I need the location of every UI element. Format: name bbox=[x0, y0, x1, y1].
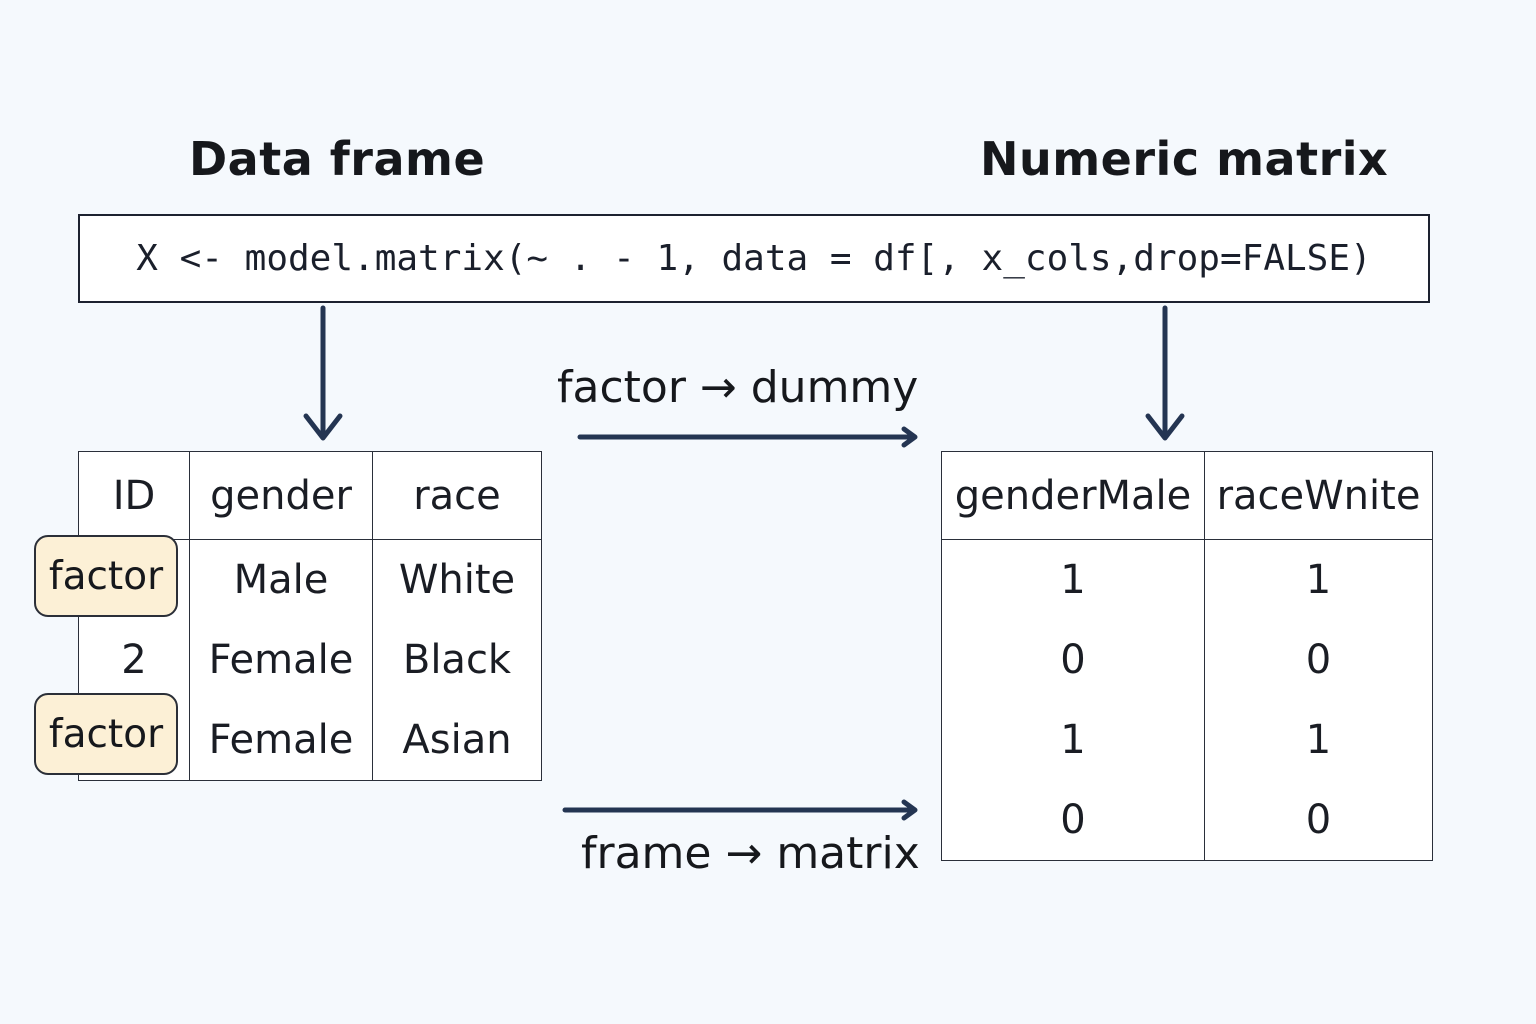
table-cell: 1 bbox=[1204, 539, 1433, 620]
table-cell: 0 bbox=[941, 780, 1205, 861]
factor-tag: factor bbox=[34, 693, 178, 775]
table-header-row: genderMale raceWnite bbox=[941, 451, 1433, 540]
code-box: X <- model.matrix(~ . - 1, data = df[, x… bbox=[78, 214, 1430, 303]
down-arrow-left-head bbox=[303, 413, 343, 441]
table-cell: 2 bbox=[78, 620, 190, 700]
dummy-arrow-head bbox=[901, 426, 918, 448]
matrix-arrow-head bbox=[901, 799, 918, 821]
table-cell: Male bbox=[189, 539, 373, 620]
column-header: race bbox=[372, 451, 542, 540]
numeric-matrix-table: genderMale raceWnite 1 1 0 0 1 1 0 0 bbox=[941, 451, 1433, 861]
table-row: Male White bbox=[78, 539, 542, 620]
column-header: gender bbox=[189, 451, 373, 540]
table-cell: 1 bbox=[941, 700, 1205, 780]
column-header: raceWnite bbox=[1204, 451, 1433, 540]
table-row: 1 1 bbox=[941, 539, 1433, 620]
table-row: 0 0 bbox=[941, 620, 1433, 700]
table-header-row: ID gender race bbox=[78, 451, 542, 540]
frame-to-matrix-label: frame → matrix bbox=[581, 828, 920, 879]
down-arrow-right-head bbox=[1145, 413, 1185, 441]
table-row: 1 1 bbox=[941, 700, 1433, 780]
column-header: ID bbox=[78, 451, 190, 540]
data-frame-title: Data frame bbox=[189, 132, 486, 186]
table-cell: White bbox=[372, 539, 542, 620]
table-cell: 1 bbox=[941, 539, 1205, 620]
table-cell: Asian bbox=[372, 700, 542, 781]
column-header: genderMale bbox=[941, 451, 1205, 540]
factor-to-dummy-label: factor → dummy bbox=[557, 362, 919, 413]
table-cell: 0 bbox=[941, 620, 1205, 700]
numeric-matrix-title: Numeric matrix bbox=[980, 132, 1389, 186]
table-cell: Female bbox=[189, 620, 373, 700]
factor-tag: factor bbox=[34, 535, 178, 617]
table-cell: 0 bbox=[1204, 620, 1433, 700]
table-row: 2 Female Black bbox=[78, 620, 542, 700]
table-cell: Female bbox=[189, 700, 373, 781]
table-cell: Black bbox=[372, 620, 542, 700]
table-cell: 1 bbox=[1204, 700, 1433, 780]
table-row: 0 0 bbox=[941, 780, 1433, 861]
table-cell: 0 bbox=[1204, 780, 1433, 861]
code-text: X <- model.matrix(~ . - 1, data = df[, x… bbox=[136, 238, 1372, 279]
